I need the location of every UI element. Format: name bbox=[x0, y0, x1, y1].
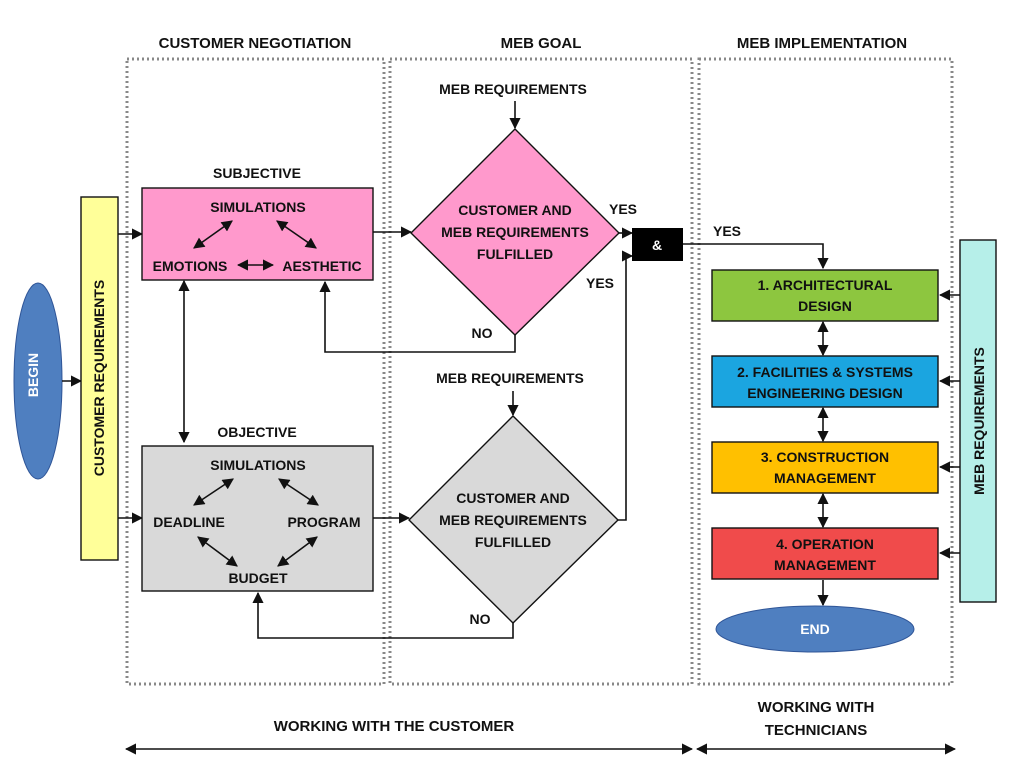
and-to-steps-path bbox=[683, 243, 829, 270]
subjective-emotions: EMOTIONS bbox=[153, 258, 228, 274]
step-1-box bbox=[711, 269, 939, 322]
objective-title: OBJECTIVE bbox=[217, 424, 296, 440]
goal-bottom-no-path bbox=[252, 591, 514, 639]
footer-tech-line2: TECHNICIANS bbox=[765, 722, 868, 739]
subjective-title: SUBJECTIVE bbox=[213, 165, 301, 181]
and-yes: YES bbox=[713, 223, 741, 239]
end-label: END bbox=[800, 621, 830, 637]
goal-top-yes: YES bbox=[609, 201, 637, 217]
subjective-link-left bbox=[193, 220, 233, 249]
objective-link-br bbox=[277, 536, 318, 567]
step-4-line2: MANAGEMENT bbox=[774, 557, 876, 573]
goal-top-line1: CUSTOMER AND bbox=[458, 202, 572, 218]
step-4-line1: 4. OPERATION bbox=[776, 536, 874, 552]
customer-requirements-box bbox=[80, 196, 119, 561]
objective-link-tr bbox=[278, 478, 319, 506]
meb-requirements-label: MEB REQUIREMENTS bbox=[971, 347, 987, 495]
customer-requirements-label: CUSTOMER REQUIREMENTS bbox=[91, 280, 107, 477]
subjective-link-right bbox=[276, 220, 317, 249]
goal-bottom-yes-path bbox=[618, 250, 634, 521]
step-3: 3. CONSTRUCTION MANAGEMENT bbox=[711, 441, 939, 494]
step-4: 4. OPERATION MANAGEMENT bbox=[711, 527, 939, 580]
goal-bottom-input-label: MEB REQUIREMENTS bbox=[436, 370, 584, 386]
objective-program: PROGRAM bbox=[287, 514, 360, 530]
goal-top-input-label: MEB REQUIREMENTS bbox=[439, 81, 587, 97]
step-3-line1: 3. CONSTRUCTION bbox=[761, 449, 889, 465]
goal-bottom-line2: MEB REQUIREMENTS bbox=[439, 512, 587, 528]
step-3-line2: MANAGEMENT bbox=[774, 470, 876, 486]
step-3-box bbox=[711, 441, 939, 494]
step-1-line2: DESIGN bbox=[798, 298, 852, 314]
goal-bottom-line3: FULFILLED bbox=[475, 534, 551, 550]
footer-customer: WORKING WITH THE CUSTOMER bbox=[274, 718, 515, 735]
step-2-box bbox=[711, 355, 939, 408]
goal-top-line3: FULFILLED bbox=[477, 246, 553, 262]
meb-requirements-box bbox=[959, 239, 997, 603]
goal-top-no-path bbox=[319, 280, 516, 353]
step-2: 2. FACILITIES & SYSTEMS ENGINEERING DESI… bbox=[711, 355, 939, 408]
and-gate-label: & bbox=[652, 237, 662, 253]
objective-box bbox=[141, 445, 374, 592]
implementation-header: MEB IMPLEMENTATION bbox=[737, 35, 907, 52]
negotiation-section bbox=[125, 57, 386, 686]
objective-simulations: SIMULATIONS bbox=[210, 457, 305, 473]
objective-link-tl bbox=[193, 478, 234, 506]
goal-section bbox=[388, 57, 694, 686]
end-node bbox=[715, 605, 915, 653]
step-4-box bbox=[711, 527, 939, 580]
goal-top-line2: MEB REQUIREMENTS bbox=[441, 224, 589, 240]
subjective-aesthetic: AESTHETIC bbox=[282, 258, 361, 274]
footer-tech-line1: WORKING WITH bbox=[758, 699, 875, 716]
goal-bottom-no: NO bbox=[470, 611, 491, 627]
step-1: 1. ARCHITECTURAL DESIGN bbox=[711, 269, 939, 322]
step-1-line1: 1. ARCHITECTURAL bbox=[758, 277, 893, 293]
step-2-line2: ENGINEERING DESIGN bbox=[747, 385, 903, 401]
objective-deadline: DEADLINE bbox=[153, 514, 225, 530]
objective-budget: BUDGET bbox=[228, 570, 288, 586]
and-gate bbox=[632, 228, 683, 261]
implementation-section bbox=[697, 57, 954, 686]
step-2-line1: 2. FACILITIES & SYSTEMS bbox=[737, 364, 913, 380]
goal-bottom-line1: CUSTOMER AND bbox=[456, 490, 570, 506]
begin-label: BEGIN bbox=[25, 353, 41, 397]
objective-link-bl bbox=[197, 536, 238, 567]
negotiation-header: CUSTOMER NEGOTIATION bbox=[159, 35, 352, 52]
goal-bottom-yes: YES bbox=[586, 275, 614, 291]
goal-top-no: NO bbox=[472, 325, 493, 341]
subjective-simulations: SIMULATIONS bbox=[210, 199, 305, 215]
goal-header: MEB GOAL bbox=[501, 35, 582, 52]
